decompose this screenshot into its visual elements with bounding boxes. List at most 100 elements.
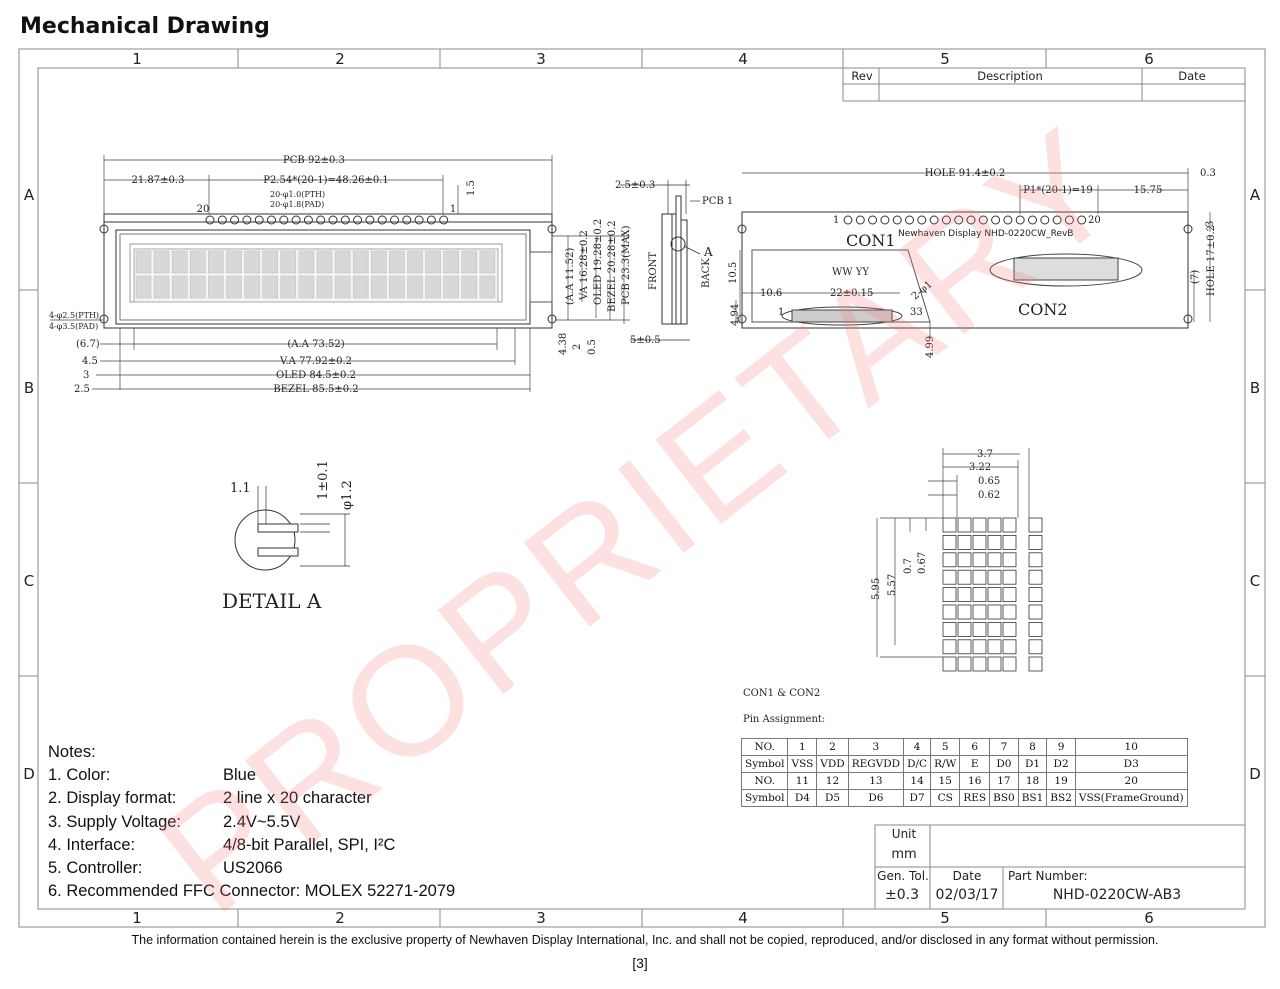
table-cell: 6 xyxy=(959,738,991,756)
dim-label: 5.57 xyxy=(887,574,898,596)
dim-label: PCB 23.3(MAX) xyxy=(621,225,632,305)
dot-cell xyxy=(1028,587,1043,602)
character-cell xyxy=(262,275,278,299)
table-cell: 14 xyxy=(903,772,932,790)
dim-label: 20-φ1.8(PAD) xyxy=(270,200,324,209)
dim-label: PCB 92±0.3 xyxy=(283,155,345,166)
pin-hole xyxy=(1064,215,1074,225)
table-cell: D2 xyxy=(1046,755,1076,773)
table-cell: 3 xyxy=(847,738,905,756)
dot-cell xyxy=(957,587,972,602)
notes-section: Notes: 1. Color:Blue 2. Display format:2… xyxy=(48,741,455,903)
character-dot-matrix xyxy=(942,517,1043,672)
back-view-pins xyxy=(843,215,1087,225)
table-cell: 20 xyxy=(1074,772,1188,790)
dim-label: VA 16.28±0.2 xyxy=(579,230,590,301)
detail-callout: A xyxy=(703,245,713,259)
character-cell xyxy=(153,250,170,274)
character-cell xyxy=(190,250,206,274)
table-cell: 5 xyxy=(930,738,961,756)
dim-label: 0.5 xyxy=(587,339,598,355)
dim-label: 15.75 xyxy=(1134,185,1163,196)
pin-label: 1 xyxy=(833,215,839,226)
character-cell xyxy=(135,250,152,274)
detail-title: DETAIL A xyxy=(222,589,322,613)
table-cell: R/W xyxy=(930,755,961,773)
dot-cell xyxy=(1002,639,1017,655)
dim-label: 0.7 xyxy=(903,558,914,574)
dot-cell xyxy=(1002,656,1017,672)
row-label: A xyxy=(24,186,35,204)
character-cell xyxy=(389,275,405,299)
notes-heading: Notes: xyxy=(48,743,96,761)
date-header: Date xyxy=(1178,69,1206,83)
dim-label: 5.95 xyxy=(871,578,882,600)
dim-label: (7) xyxy=(1190,270,1201,284)
detail-a xyxy=(234,486,350,571)
pin-hole xyxy=(303,215,313,225)
pin-hole xyxy=(1040,215,1050,225)
character-cell xyxy=(298,250,315,274)
pin-hole xyxy=(242,215,252,225)
character-cell xyxy=(371,275,387,299)
dim-label: 4.38 xyxy=(558,333,569,355)
row-label: D xyxy=(23,765,35,783)
title-block-labels: Unit mm Gen. Tol. ±0.3 Date 02/03/17 Par… xyxy=(877,827,1181,903)
date-code-label: WW YY xyxy=(832,267,869,278)
character-cell xyxy=(443,250,459,274)
dot-cell xyxy=(987,587,1002,602)
dot-cell xyxy=(942,656,957,672)
table-cell: 4 xyxy=(903,738,932,756)
pin-hole xyxy=(905,215,914,225)
table-cell: 18 xyxy=(1017,772,1048,790)
table-cell: 7 xyxy=(989,738,1019,756)
dim-label: (6.7) xyxy=(76,339,100,350)
col-label: 3 xyxy=(536,909,546,927)
dot-cell xyxy=(1002,517,1017,533)
pin-hole xyxy=(402,215,412,225)
dim-label: BEZEL 20.28±0.2 xyxy=(607,220,618,312)
pin-hole xyxy=(279,215,289,225)
pin-assignment-table: NO. 1 2 3 4 5 6 7 8 9 10 Symbol VSS VDD … xyxy=(740,738,1188,807)
front-view-pins xyxy=(205,215,449,225)
note-label: 4. Interface: xyxy=(48,835,136,854)
table-cell: BS1 xyxy=(1017,789,1048,807)
character-cell xyxy=(407,250,423,274)
pin-hole xyxy=(328,215,338,225)
dot-cell xyxy=(987,552,1002,568)
col-label: 4 xyxy=(738,50,748,68)
dot-cell xyxy=(1002,587,1017,602)
dim-label: (A.A 73.52) xyxy=(287,339,344,350)
dim-label: V.A 77.92±0.2 xyxy=(279,356,352,367)
row-label: C xyxy=(1250,572,1260,590)
dot-cell xyxy=(1028,604,1043,620)
dot-cell xyxy=(987,517,1002,533)
dot-cell xyxy=(957,604,972,620)
dot-cell xyxy=(942,622,957,637)
pin-hole xyxy=(340,215,350,225)
note-item: 2. Display format:2 line x 20 character xyxy=(48,787,455,810)
pin-label: 20 xyxy=(1088,215,1101,226)
dot-cell xyxy=(972,622,987,637)
table-row: Symbol VSS VDD REGVDD D/C R/W E D0 D1 D2… xyxy=(740,755,1188,773)
row-label: D xyxy=(1249,765,1261,783)
dim-label: 10.5 xyxy=(728,262,739,284)
dim-label: 1±0.1 xyxy=(316,460,331,500)
dim-label: 4.94 xyxy=(730,304,741,326)
dim-label: 0.62 xyxy=(978,490,1000,501)
character-cell xyxy=(226,250,242,274)
character-cell xyxy=(244,250,260,274)
dim-label: φ1.2 xyxy=(340,480,355,510)
dim-label: 5±0.5 xyxy=(630,335,661,346)
character-cell xyxy=(298,275,315,299)
page-title: Mechanical Drawing xyxy=(20,14,270,39)
dim-label: 4-φ3.5(PAD) xyxy=(49,322,98,331)
note-value: 2.4V~5.5V xyxy=(223,812,301,831)
col-label: 5 xyxy=(940,909,950,927)
character-cell xyxy=(244,275,260,299)
back-dimension-lines xyxy=(735,168,1211,340)
front-dimension-lines xyxy=(50,155,630,392)
dot-cell xyxy=(942,535,957,550)
dim-label: OLED 84.5±0.2 xyxy=(276,370,356,381)
